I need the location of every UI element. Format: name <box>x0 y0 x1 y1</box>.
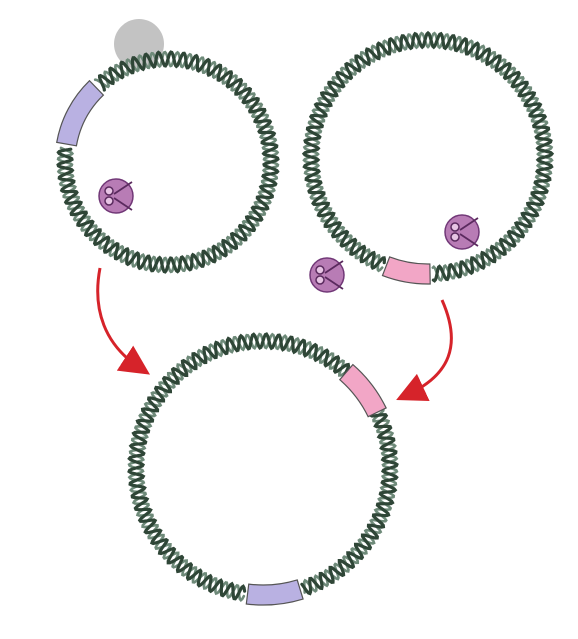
plasmid-a <box>56 50 280 274</box>
scissors-icon <box>104 181 133 211</box>
dna-helix-icon <box>56 50 280 274</box>
gene-insert <box>245 579 304 606</box>
gene-insert <box>338 363 387 418</box>
plasmid-b <box>301 30 555 285</box>
arrow-icon <box>396 299 453 401</box>
arrow-icon <box>96 267 151 375</box>
scissors-icon <box>450 217 479 247</box>
restriction-enzyme-icon <box>98 178 134 214</box>
restriction-enzyme-icon <box>309 257 345 293</box>
recombinant-plasmid <box>127 332 399 606</box>
restriction-enzyme-icon <box>444 214 480 250</box>
gene-insert <box>56 79 105 147</box>
scissors-icon <box>315 260 344 290</box>
dna-helix-icon <box>301 30 555 283</box>
enzyme-layer <box>98 178 480 293</box>
gene-insert <box>381 256 431 285</box>
